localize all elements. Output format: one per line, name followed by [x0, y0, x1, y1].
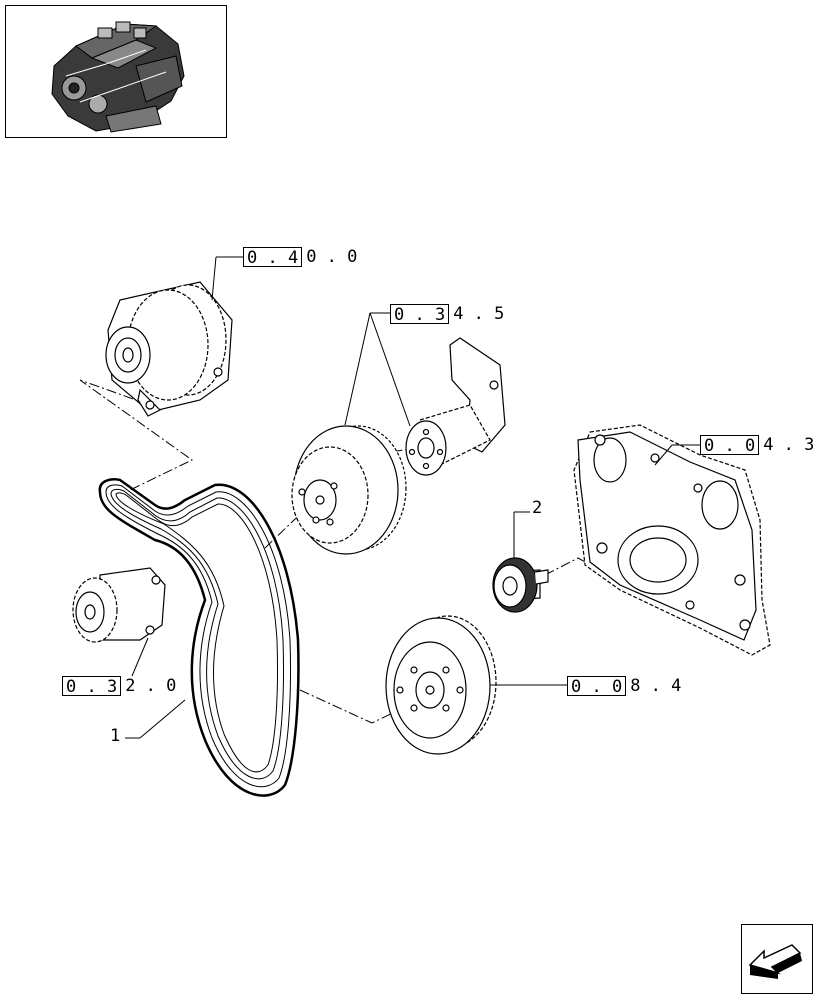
- poly-v-belt: [98, 478, 300, 797]
- engine-thumbnail: [5, 5, 227, 138]
- callout-1: 1: [110, 726, 121, 746]
- timing-cover: [573, 424, 771, 656]
- ref-water-pump[interactable]: 0 . 3 2 . 0: [62, 675, 176, 697]
- alternator: [105, 281, 233, 417]
- ref-timing-cover[interactable]: 0 . 0 4 . 3: [700, 434, 814, 456]
- ref-rest-part: 0 . 0: [306, 247, 358, 267]
- callout-2: 2: [532, 498, 543, 518]
- ref-rest-part: 2 . 0: [125, 676, 177, 696]
- ref-crankshaft-pulley[interactable]: 0 . 0 8 . 4: [567, 675, 681, 697]
- ref-rest-part: 8 . 4: [630, 676, 682, 696]
- next-page-button[interactable]: [741, 924, 813, 994]
- ref-rest-part: 4 . 3: [763, 435, 815, 455]
- idler-pulley: [492, 557, 549, 613]
- engine-icon: [51, 21, 185, 133]
- ref-rest-part: 4 . 5: [453, 304, 505, 324]
- ref-boxed-part: 0 . 0: [567, 676, 627, 697]
- crankshaft-pulley: [385, 615, 497, 755]
- ref-boxed-part: 0 . 3: [390, 304, 450, 325]
- water-pump: [72, 567, 166, 643]
- ref-alternator[interactable]: 0 . 4 0 . 0: [243, 246, 357, 268]
- next-page-arrow-icon: [748, 944, 802, 979]
- ref-boxed-part: 0 . 3: [62, 676, 122, 697]
- fan-pulley: [291, 425, 407, 555]
- ref-fan-pulley[interactable]: 0 . 3 4 . 5: [390, 303, 504, 325]
- fan-hub-bracket: [405, 337, 506, 476]
- ref-boxed-part: 0 . 0: [700, 435, 760, 456]
- ref-boxed-part: 0 . 4: [243, 247, 303, 268]
